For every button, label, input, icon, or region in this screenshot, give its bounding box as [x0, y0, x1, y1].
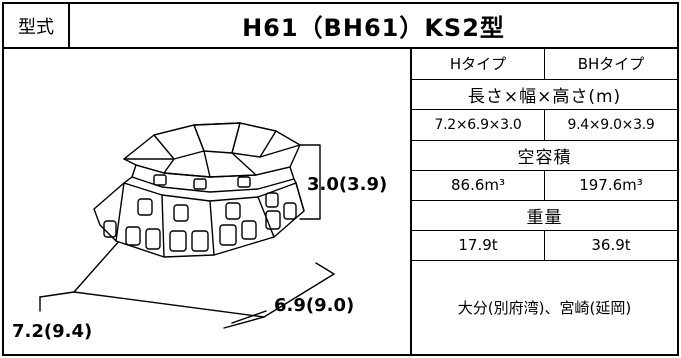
structure-figure: 3.0(3.9) 6.9(9.0) 7.2(9.4) — [4, 49, 412, 354]
header-row: 型式 H61（BH61）KS2型 — [4, 4, 677, 49]
reef-structure-drawing — [39, 122, 335, 329]
width-dimension: 6.9(9.0) — [274, 295, 355, 316]
size-h-value: 7.2×6.9×3.0 — [412, 108, 545, 141]
weight-header: 重量 — [412, 199, 677, 231]
model-title: H61（BH61）KS2型 — [242, 14, 505, 42]
location-cell: 大分(別府湾)、宮崎(延岡) — [412, 259, 677, 354]
col-h-type: Hタイプ — [412, 49, 545, 80]
height-dimension: 3.0(3.9) — [307, 174, 388, 195]
volume-bh-value: 197.6m³ — [544, 169, 677, 201]
volume-h-value: 86.6m³ — [412, 169, 545, 201]
weight-bh-value: 36.9t — [544, 229, 677, 261]
volume-header: 空容積 — [412, 139, 677, 171]
size-bh-value: 9.4×9.0×3.9 — [544, 108, 677, 141]
type-label: 型式 — [4, 4, 70, 47]
weight-h-value: 17.9t — [412, 229, 545, 261]
length-dimension: 7.2(9.4) — [12, 321, 93, 342]
col-bh-type: BHタイプ — [544, 49, 677, 80]
spec-table: Hタイプ BHタイプ 長さ×幅×高さ(m) 7.2×6.9×3.0 9.4×9.… — [412, 49, 677, 354]
size-header: 長さ×幅×高さ(m) — [412, 78, 677, 110]
